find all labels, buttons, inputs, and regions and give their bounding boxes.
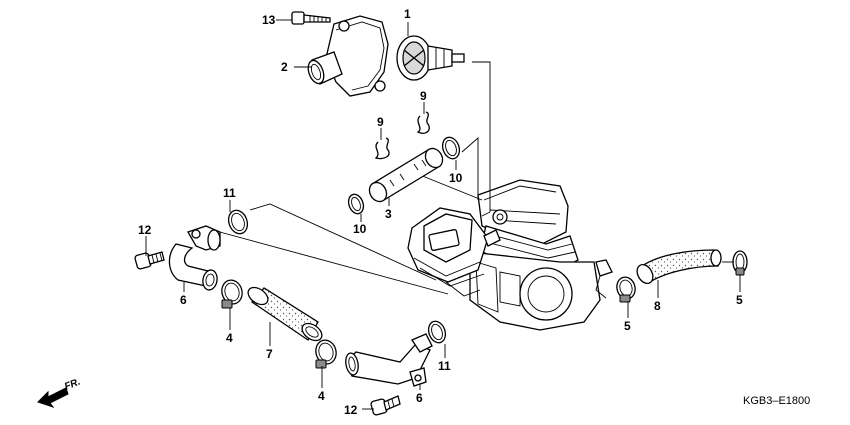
label-part-11-left: 11 — [223, 186, 236, 200]
o-ring-10-right — [441, 136, 461, 160]
o-ring-10-left — [347, 193, 365, 215]
water-pipe-3 — [368, 147, 444, 203]
o-ring-11-left — [227, 209, 249, 235]
callout-lines — [145, 19, 741, 410]
water-hose-6-left — [168, 225, 221, 291]
label-part-13: 13 — [262, 13, 276, 27]
label-part-12-center: 12 — [344, 403, 358, 417]
front-direction-indicator: FR. — [37, 377, 82, 408]
bolt-13 — [291, 11, 331, 25]
label-part-6-center: 6 — [416, 391, 423, 405]
label-part-10-left: 10 — [353, 222, 367, 236]
label-part-5-right: 5 — [736, 293, 743, 307]
hose-clip-9-right — [416, 111, 430, 134]
water-hose-7 — [247, 286, 323, 342]
front-direction-label: FR. — [63, 377, 82, 393]
water-hose-8 — [636, 249, 722, 284]
label-part-12-left: 12 — [138, 223, 152, 237]
label-part-6-left: 6 — [180, 293, 187, 307]
thermostat-cover-2 — [307, 15, 389, 97]
front-arrow-icon — [37, 387, 69, 408]
hose-clamp-4-left — [221, 279, 243, 309]
label-part-4-center: 4 — [318, 389, 325, 403]
label-part-4-left: 4 — [226, 331, 233, 345]
label-part-10-right: 10 — [449, 171, 463, 185]
label-part-3: 3 — [385, 207, 392, 221]
label-part-9-left: 9 — [377, 115, 384, 129]
label-part-5-left: 5 — [624, 319, 631, 333]
engine-illustration — [407, 179, 613, 331]
label-part-11-center: 11 — [438, 359, 451, 373]
label-part-9-right: 9 — [420, 89, 427, 103]
label-part-1: 1 — [404, 7, 411, 21]
bolt-12-center — [370, 395, 401, 416]
label-part-8: 8 — [654, 299, 661, 313]
thermostat-1 — [396, 35, 465, 81]
hose-clamp-5-right — [732, 250, 748, 276]
hose-clamp-5-left — [616, 276, 636, 303]
label-part-2: 2 — [281, 60, 288, 74]
o-ring-11-center — [427, 320, 447, 344]
label-part-7: 7 — [266, 347, 273, 361]
part-number-labels: 13 1 2 9 9 10 10 3 11 11 12 12 6 6 4 4 7… — [138, 7, 743, 417]
bolt-12-left — [134, 251, 165, 270]
assembly-leader-lines — [204, 61, 734, 299]
hose-clamp-4-center — [315, 339, 337, 369]
diagram-code: KGB3–E1800 — [743, 395, 810, 407]
hose-clip-9-left — [374, 137, 390, 160]
water-hose-6-center — [345, 333, 433, 387]
